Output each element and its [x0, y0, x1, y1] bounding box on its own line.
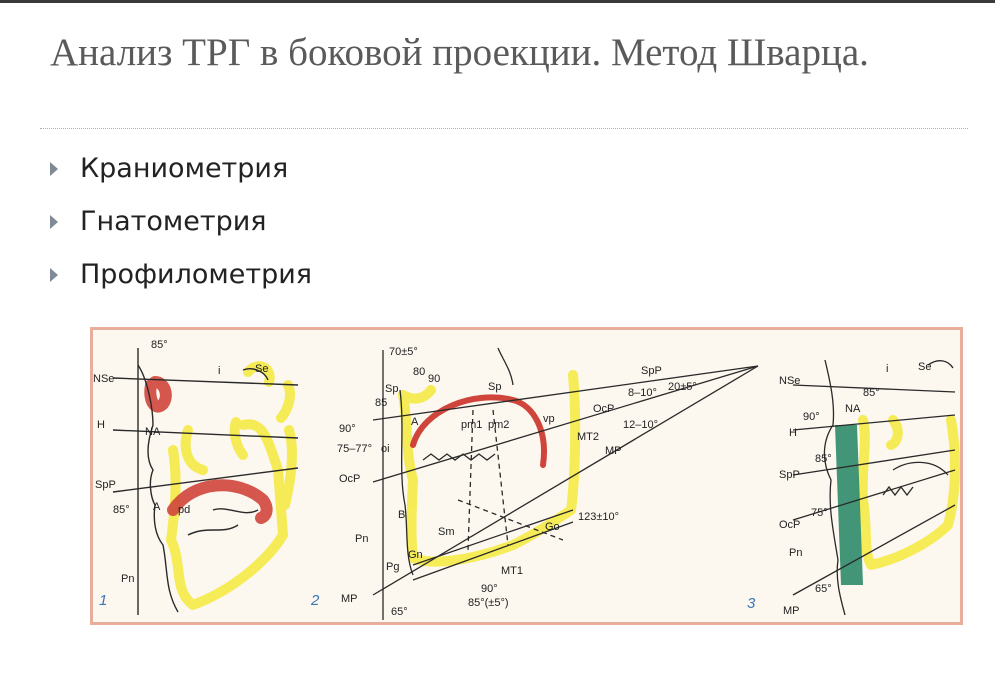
- svg-text:85°: 85°: [815, 453, 832, 465]
- svg-text:Pn: Pn: [789, 547, 802, 559]
- svg-text:pm1: pm1: [461, 419, 482, 431]
- svg-text:i: i: [886, 363, 888, 375]
- svg-text:oi: oi: [381, 443, 390, 455]
- svg-text:Go: Go: [545, 521, 560, 533]
- panel-1: 85° NSe i Se H NA SpP 85° A pd Pn 1: [93, 339, 299, 615]
- svg-text:OcP: OcP: [593, 403, 614, 415]
- svg-text:OcP: OcP: [779, 519, 800, 531]
- figure-drawing: 85° NSe i Se H NA SpP 85° A pd Pn 1: [93, 339, 960, 620]
- svg-text:MP: MP: [341, 593, 358, 605]
- bullet-item-gnathometry: Гнатометрия: [50, 195, 312, 248]
- svg-text:SpP: SpP: [779, 469, 800, 481]
- svg-text:90: 90: [428, 373, 440, 385]
- svg-text:MP: MP: [783, 605, 800, 617]
- svg-text:65°: 65°: [391, 606, 408, 618]
- bullet-arrow-icon: [50, 214, 58, 229]
- panel-3: NSe i Se 85° 90° NA H 85° SpP 75° OcP Pn…: [747, 359, 960, 617]
- svg-text:Se: Se: [918, 361, 931, 373]
- svg-text:90°: 90°: [481, 583, 498, 595]
- svg-text:B: B: [398, 509, 405, 521]
- svg-text:Pg: Pg: [386, 561, 399, 573]
- svg-text:Pn: Pn: [121, 573, 134, 585]
- svg-text:Se: Se: [255, 363, 268, 375]
- svg-text:70±5°: 70±5°: [389, 346, 418, 358]
- svg-text:85°: 85°: [113, 504, 130, 516]
- svg-text:12–10°: 12–10°: [623, 419, 658, 431]
- svg-text:90°: 90°: [339, 423, 356, 435]
- svg-text:H: H: [789, 427, 797, 439]
- svg-text:80: 80: [413, 366, 425, 378]
- svg-text:A: A: [153, 501, 161, 513]
- panel3-lines: [792, 359, 956, 616]
- svg-text:MP: MP: [605, 445, 622, 457]
- bullet-item-craniometry: Краниометрия: [50, 142, 312, 195]
- bullet-text: Краниометрия: [80, 153, 289, 184]
- panel2-yellow-highlight: [398, 370, 581, 567]
- panel3-yellow-highlight: [857, 415, 960, 570]
- svg-text:H: H: [97, 419, 105, 431]
- panel1-labels: 85° NSe i Se H NA SpP 85° A pd Pn 1: [93, 339, 268, 609]
- svg-text:65°: 65°: [815, 583, 832, 595]
- svg-text:Sp: Sp: [385, 383, 398, 395]
- svg-text:Sm: Sm: [438, 526, 455, 538]
- panel3-green-band: [835, 425, 863, 585]
- panel2-number: 2: [310, 592, 320, 609]
- svg-text:Pn: Pn: [355, 533, 368, 545]
- top-rule: [0, 0, 995, 3]
- svg-text:NSe: NSe: [93, 373, 114, 385]
- panel1-number: 1: [99, 592, 107, 609]
- bullet-text: Профилометрия: [80, 259, 313, 290]
- panel3-labels: NSe i Se 85° 90° NA H 85° SpP 75° OcP Pn…: [747, 361, 931, 617]
- panel2-labels: 70±5° 80 90 Sp 85 Sp 90° 75–77° oi OcP B…: [310, 346, 697, 618]
- svg-text:NSe: NSe: [779, 375, 800, 387]
- svg-text:NA: NA: [145, 426, 161, 438]
- cephalometric-figure: 85° NSe i Se H NA SpP 85° A pd Pn 1: [90, 327, 963, 625]
- svg-text:A: A: [411, 416, 419, 428]
- svg-text:20±5°: 20±5°: [668, 381, 697, 393]
- svg-text:85°: 85°: [863, 387, 880, 399]
- panel1-red-highlight: [144, 376, 273, 524]
- svg-text:vp: vp: [543, 413, 555, 425]
- svg-text:Sp: Sp: [488, 381, 501, 393]
- svg-text:123±10°: 123±10°: [578, 511, 619, 523]
- svg-text:85°(±5°): 85°(±5°): [468, 597, 509, 609]
- svg-text:OcP: OcP: [339, 473, 360, 485]
- bullet-arrow-icon: [50, 267, 58, 282]
- panel3-number: 3: [747, 595, 756, 612]
- bullet-item-profilometry: Профилометрия: [50, 248, 312, 301]
- svg-text:MT2: MT2: [577, 431, 599, 443]
- slide-title: Анализ ТРГ в боковой проекции. Метод Шва…: [50, 31, 869, 74]
- svg-text:85: 85: [375, 397, 387, 409]
- panel-2: 70±5° 80 90 Sp 85 Sp 90° 75–77° oi OcP B…: [310, 346, 759, 620]
- panel1-lines: [112, 348, 299, 615]
- svg-text:8–10°: 8–10°: [628, 387, 657, 399]
- svg-text:90°: 90°: [803, 411, 820, 423]
- svg-text:MT1: MT1: [501, 565, 523, 577]
- svg-text:pm2: pm2: [488, 419, 509, 431]
- svg-text:85°: 85°: [151, 339, 168, 351]
- svg-text:75°: 75°: [811, 507, 828, 519]
- svg-text:i: i: [218, 365, 220, 377]
- svg-text:SpP: SpP: [641, 365, 662, 377]
- bullet-arrow-icon: [50, 161, 58, 176]
- svg-text:NA: NA: [845, 403, 861, 415]
- svg-text:75–77°: 75–77°: [337, 443, 372, 455]
- title-divider: [40, 128, 968, 129]
- svg-text:Gn: Gn: [408, 549, 423, 561]
- panel2-lines: [372, 347, 759, 620]
- svg-text:pd: pd: [178, 504, 190, 516]
- svg-text:SpP: SpP: [95, 479, 116, 491]
- bullet-list: Краниометрия Гнатометрия Профилометрия: [50, 142, 312, 301]
- bullet-text: Гнатометрия: [80, 206, 267, 237]
